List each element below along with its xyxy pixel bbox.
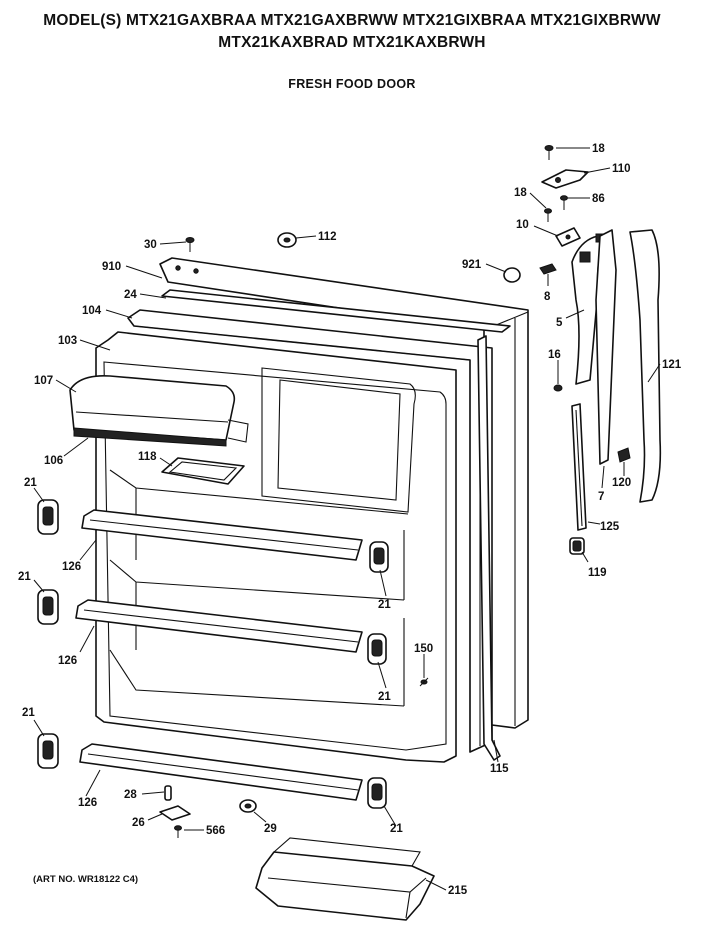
callout-120: 120 xyxy=(612,477,631,489)
screw-18-mid xyxy=(544,208,552,222)
shelf-end-cap-right-2 xyxy=(367,633,387,665)
callout-86: 86 xyxy=(592,193,605,205)
callout-106: 106 xyxy=(44,455,63,467)
pin-28 xyxy=(164,785,172,801)
callout-18-top: 18 xyxy=(592,143,605,155)
dairy-door-107 xyxy=(69,374,236,441)
callout-112: 112 xyxy=(318,231,337,243)
cap-921 xyxy=(503,267,521,283)
callout-119: 119 xyxy=(588,567,607,579)
callout-118: 118 xyxy=(138,451,157,463)
washer-29 xyxy=(239,799,257,813)
callout-125: 125 xyxy=(600,521,620,533)
shelf-end-cap-left-2 xyxy=(37,589,59,625)
callout-21-right-1: 21 xyxy=(378,599,391,611)
vertical-trim-115 xyxy=(477,335,501,761)
dairy-door-lip xyxy=(75,411,229,423)
shelf-recess-3 xyxy=(109,649,405,707)
door-shelf-126-middle xyxy=(75,599,363,653)
callout-126-upper: 126 xyxy=(62,561,81,573)
door-shelf-126-lower xyxy=(79,743,363,801)
callout-910: 910 xyxy=(102,261,121,273)
callout-10: 10 xyxy=(516,219,529,231)
callout-104: 104 xyxy=(82,305,102,317)
leader-lines xyxy=(33,147,661,891)
callout-30: 30 xyxy=(144,239,157,251)
handle-121 xyxy=(629,229,662,503)
art-number: (ART NO. WR18122 C4) xyxy=(33,874,139,885)
screw-30 xyxy=(185,237,195,252)
callout-121: 121 xyxy=(662,359,682,371)
shelf-recess-1 xyxy=(109,469,409,515)
handle-strip-125 xyxy=(571,403,587,531)
callout-110: 110 xyxy=(612,163,631,175)
liner-inner-outline xyxy=(103,361,447,751)
bracket-26 xyxy=(159,805,191,821)
shelf-end-cap-left-3 xyxy=(37,733,59,769)
callout-8: 8 xyxy=(544,291,551,303)
screw-86 xyxy=(560,195,568,210)
callout-215: 215 xyxy=(448,885,468,897)
door-shelf-126-upper xyxy=(81,509,363,561)
callout-28: 28 xyxy=(124,789,137,801)
shelf-end-cap-right-3 xyxy=(367,777,387,809)
screw-hole xyxy=(193,268,199,274)
callout-107: 107 xyxy=(34,375,53,387)
models-line-1: MODEL(S) MTX21GAXBRAA MTX21GAXBRWW MTX21… xyxy=(43,12,661,29)
hinge-10 xyxy=(555,227,581,247)
callout-126-middle: 126 xyxy=(58,655,77,667)
spacer-8 xyxy=(539,263,557,275)
door-bin-215 xyxy=(255,837,435,921)
callout-26: 26 xyxy=(132,817,145,829)
callout-29: 29 xyxy=(264,823,277,835)
callout-21-right-3: 21 xyxy=(390,823,403,835)
hinge-bracket-110 xyxy=(541,169,589,189)
callout-21-right-2: 21 xyxy=(378,691,391,703)
callout-921: 921 xyxy=(462,259,482,271)
screw-120 xyxy=(617,447,631,463)
screw-hole xyxy=(175,265,181,271)
gasket-inner-line xyxy=(133,325,471,752)
callout-21-left-1: 21 xyxy=(24,477,37,489)
callout-18-mid: 18 xyxy=(514,187,527,199)
callout-126-lower: 126 xyxy=(78,797,97,809)
models-line-2: MTX21KAXBRAD MTX21KAXBRWH xyxy=(218,34,486,51)
shelf-end-cap-right-1 xyxy=(369,541,389,573)
butter-tray-inner xyxy=(168,461,238,481)
screw-566 xyxy=(174,825,182,838)
shelf-end-cap-left-1 xyxy=(37,499,59,535)
plug-112 xyxy=(277,232,297,248)
clip-119 xyxy=(569,537,585,555)
callout-566: 566 xyxy=(206,825,225,837)
screw-150 xyxy=(419,677,429,687)
callout-103: 103 xyxy=(58,335,77,347)
foam-strip xyxy=(161,289,511,333)
callout-21-left-2: 21 xyxy=(18,571,31,583)
callout-7: 7 xyxy=(598,491,604,503)
callout-150: 150 xyxy=(414,643,433,655)
dairy-door-base-106 xyxy=(73,427,227,447)
screw-16 xyxy=(553,384,563,392)
callout-21-left-3: 21 xyxy=(22,707,35,719)
callout-5: 5 xyxy=(556,317,563,329)
dairy-compartment-inner xyxy=(277,379,401,501)
butter-tray-118 xyxy=(161,457,245,485)
callout-24: 24 xyxy=(124,289,137,301)
callout-115: 115 xyxy=(490,763,509,775)
handle-trim-7 xyxy=(595,229,617,465)
dairy-hinge xyxy=(227,419,249,443)
section-title: FRESH FOOD DOOR xyxy=(288,77,416,91)
callout-16: 16 xyxy=(548,349,561,361)
dairy-compartment-frame xyxy=(261,367,416,513)
screw-18-top xyxy=(544,145,554,160)
